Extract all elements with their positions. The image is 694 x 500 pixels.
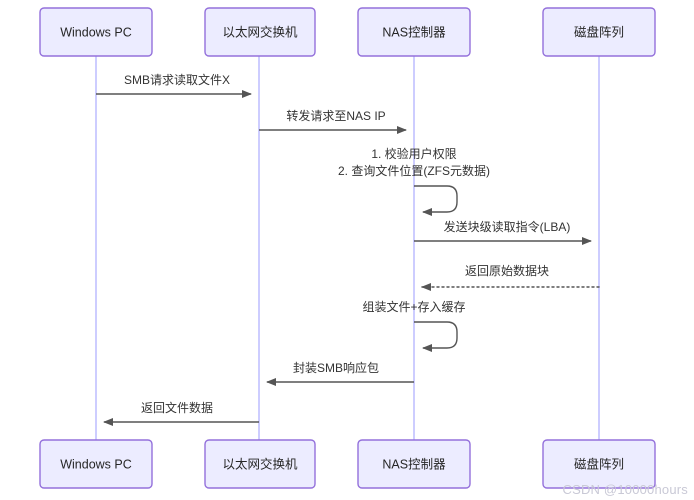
participant-box[interactable]	[542, 439, 656, 489]
participant-box[interactable]	[39, 439, 153, 489]
self-loop-arrow	[414, 185, 458, 216]
lifelines	[95, 56, 600, 440]
messages: SMB请求读取文件X 转发请求至NAS IP 1. 校验用户权限 2. 查询文件…	[96, 72, 600, 426]
participant-bottom-pc[interactable]: Windows PC	[39, 439, 153, 489]
message-label: 转发请求至NAS IP	[286, 108, 385, 123]
participant-label: Windows PC	[60, 457, 132, 471]
message-forward-to-nas-ip[interactable]: 转发请求至NAS IP	[259, 108, 407, 134]
message-label: 发送块级读取指令(LBA)	[444, 219, 571, 234]
message-return-raw-data-block[interactable]: 返回原始数据块	[421, 263, 600, 291]
participant-label: 磁盘阵列	[574, 24, 624, 39]
participant-label: 以太网交换机	[222, 24, 298, 39]
message-label: SMB请求读取文件X	[124, 72, 230, 87]
participant-bottom-nas[interactable]: NAS控制器	[357, 439, 471, 489]
watermark: CSDN @10000hours	[562, 482, 688, 497]
participant-bottom-switch[interactable]: 以太网交换机	[204, 439, 316, 489]
participant-box[interactable]	[204, 439, 316, 489]
participant-box[interactable]	[542, 7, 656, 57]
message-label-line2: 2. 查询文件位置(ZFS元数据)	[338, 163, 490, 178]
message-self-assemble-and-cache[interactable]: 组装文件+存入缓存	[362, 299, 466, 352]
participants-bottom: Windows PC 以太网交换机 NAS控制器 磁盘阵列	[39, 439, 656, 489]
message-label: 返回原始数据块	[465, 263, 549, 278]
participant-box[interactable]	[204, 7, 316, 57]
message-smb-read-request[interactable]: SMB请求读取文件X	[96, 72, 252, 98]
participant-box[interactable]	[39, 7, 153, 57]
participant-label: 磁盘阵列	[574, 456, 624, 471]
participant-label: 以太网交换机	[222, 456, 298, 471]
participant-label: Windows PC	[60, 25, 132, 39]
participant-box[interactable]	[357, 7, 471, 57]
participant-top-pc[interactable]: Windows PC	[39, 7, 153, 57]
message-label: 组装文件+存入缓存	[362, 299, 465, 314]
self-loop-arrow	[414, 321, 458, 352]
message-block-read-command[interactable]: 发送块级读取指令(LBA)	[414, 219, 592, 245]
message-label: 返回文件数据	[141, 400, 213, 415]
participant-top-disk[interactable]: 磁盘阵列	[542, 7, 656, 57]
participant-bottom-disk[interactable]: 磁盘阵列	[542, 439, 656, 489]
participant-top-nas[interactable]: NAS控制器	[357, 7, 471, 57]
message-return-file-data[interactable]: 返回文件数据	[103, 400, 259, 426]
participant-top-switch[interactable]: 以太网交换机	[204, 7, 316, 57]
participants-top: Windows PC 以太网交换机 NAS控制器 磁盘阵列	[39, 7, 656, 57]
message-self-validate-and-lookup[interactable]: 1. 校验用户权限 2. 查询文件位置(ZFS元数据)	[338, 146, 490, 216]
message-label: 封装SMB响应包	[293, 360, 379, 375]
participant-box[interactable]	[357, 439, 471, 489]
participant-label: NAS控制器	[382, 25, 446, 39]
message-encapsulate-smb-response[interactable]: 封装SMB响应包	[266, 360, 414, 386]
message-label-line1: 1. 校验用户权限	[371, 146, 456, 161]
participant-label: NAS控制器	[382, 457, 446, 471]
